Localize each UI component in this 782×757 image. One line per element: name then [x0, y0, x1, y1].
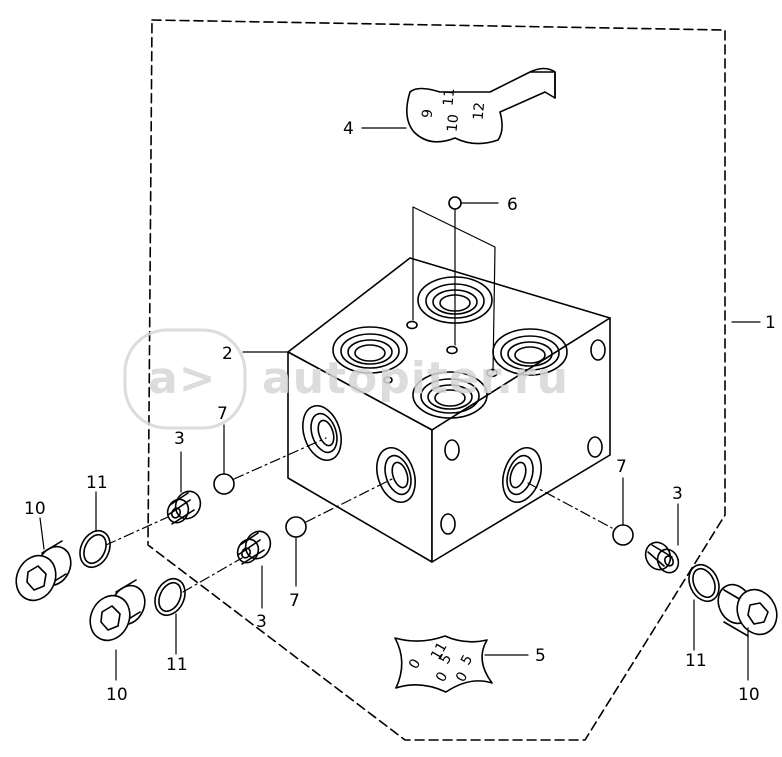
- label-7-left: 7: [217, 404, 228, 424]
- o-ring-11-right: [688, 563, 720, 603]
- gauge-hole: [486, 368, 498, 378]
- o-ring-11-left: [79, 529, 111, 569]
- watermark-text: autopiter.ru: [262, 353, 569, 404]
- hex-plug-10-center: [89, 579, 146, 642]
- label-11-right: 11: [685, 651, 707, 671]
- label-2: 2: [222, 344, 233, 364]
- leader-lines: [39, 127, 761, 681]
- left-port-lower: [376, 446, 416, 504]
- right-port: [502, 446, 542, 504]
- watermark-logo: a>: [148, 353, 217, 404]
- watermark: a> autopiter.ru: [123, 328, 569, 430]
- top-port-front: [412, 371, 488, 419]
- label-4: 4: [343, 119, 354, 139]
- hex-plug-10-right: [717, 583, 778, 637]
- label-7-center: 7: [289, 591, 300, 611]
- mounting-hole: [440, 513, 456, 535]
- valve-block: [287, 257, 611, 563]
- hex-plug-10-left: [15, 540, 72, 602]
- check-ball-6: [448, 196, 462, 210]
- plug-3-left: [166, 490, 202, 525]
- label-7-right: 7: [616, 457, 627, 477]
- plate-stamp-2: 11: [441, 88, 458, 107]
- assembly-boundary: [147, 19, 726, 741]
- gauge-hole: [383, 376, 393, 384]
- gauge-hole: [446, 345, 458, 355]
- tag-stamp-2: 11: [428, 640, 451, 663]
- plate-stamp-1: 9: [420, 108, 437, 118]
- plate-stamp-4: 12: [471, 102, 488, 121]
- left-port-upper: [302, 404, 342, 462]
- mounting-hole: [444, 439, 460, 461]
- top-port-right: [492, 328, 568, 376]
- label-10-left: 10: [24, 499, 46, 519]
- ball-7-left: [213, 473, 235, 495]
- plate-stamp: 9 11 10 12: [420, 88, 488, 133]
- plate-stamp-3: 10: [445, 114, 462, 133]
- label-10-center: 10: [106, 685, 128, 705]
- label-5: 5: [535, 646, 546, 666]
- ball-7-right: [612, 524, 634, 546]
- label-10-right: 10: [738, 685, 760, 705]
- gauge-hole: [406, 320, 418, 330]
- label-11-center: 11: [166, 655, 188, 675]
- ball-7-center: [285, 516, 307, 538]
- guide-line: [412, 206, 496, 373]
- mounting-hole: [587, 436, 603, 458]
- top-port-left: [332, 326, 408, 374]
- name-plate: [406, 67, 556, 145]
- o-ring-11-center: [154, 577, 186, 617]
- tag-plate: [394, 635, 493, 693]
- label-1: 1: [765, 313, 776, 333]
- mounting-hole: [590, 339, 606, 361]
- plug-3-center: [236, 530, 272, 565]
- label-3-left: 3: [174, 429, 185, 449]
- label-3-right: 3: [672, 484, 683, 504]
- watermark-logo-frame: [123, 328, 247, 430]
- callout-labels: 1 2 3 3 3 4 5 6 7 7 7 10 10 10 11 11 11: [24, 119, 776, 705]
- label-6: 6: [507, 195, 518, 215]
- assembly-lines: [105, 437, 613, 593]
- plug-3-right: [644, 541, 680, 574]
- label-3-center: 3: [256, 612, 267, 632]
- label-11-left: 11: [86, 473, 108, 493]
